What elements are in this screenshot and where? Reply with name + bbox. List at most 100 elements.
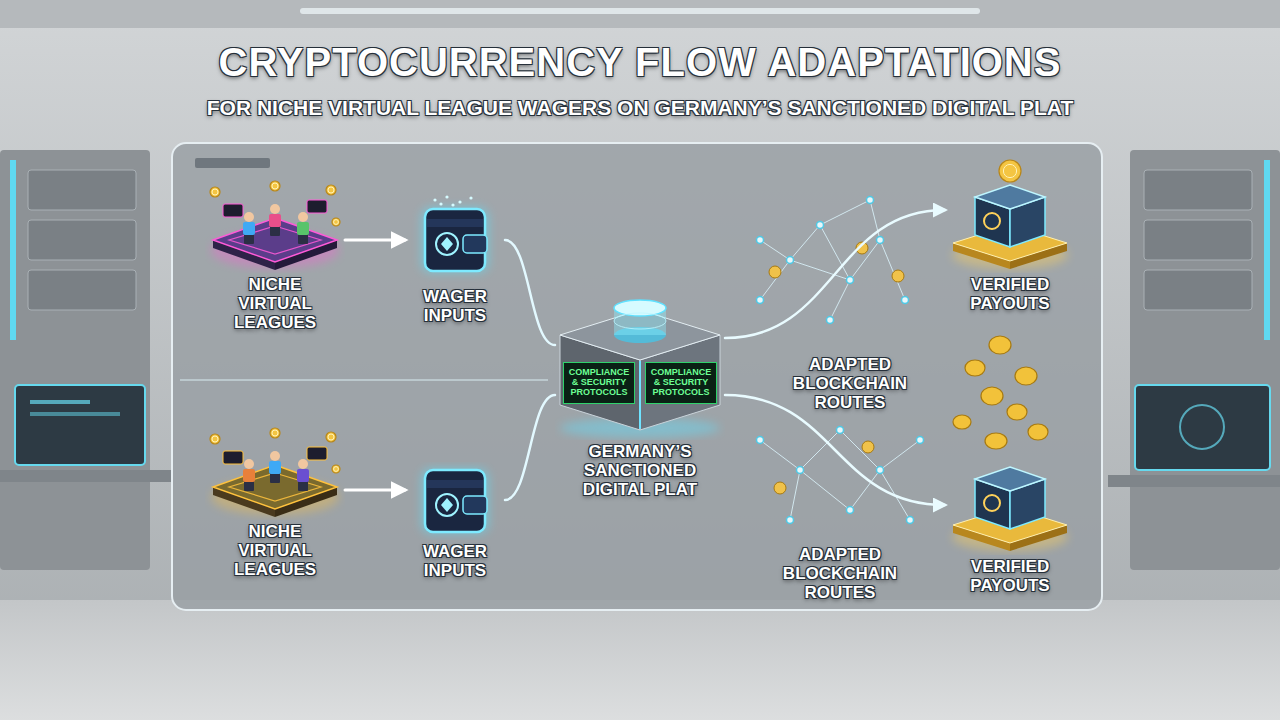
left-server-rack-part — [0, 150, 150, 570]
blockchain-nodes-part — [827, 317, 834, 324]
blockchain-network-part — [760, 240, 905, 300]
blockchain-nodes-part — [907, 517, 914, 524]
blockchain-nodes-part — [757, 297, 764, 304]
wallet-icon — [405, 195, 505, 285]
player-legs — [244, 234, 254, 244]
coin-rim — [212, 189, 218, 195]
wallet-sparkle — [458, 200, 461, 203]
core-top — [614, 300, 666, 316]
node-icon — [945, 455, 1075, 555]
league-arena — [210, 181, 340, 270]
coin — [332, 218, 340, 226]
falling-coins-part — [1028, 424, 1048, 440]
node-label: WAGER INPUTS — [407, 542, 503, 580]
right-server-rack-part — [1264, 160, 1270, 340]
coin — [210, 434, 220, 444]
blockchain-nodes-part — [877, 237, 884, 244]
falling-coins-part — [985, 433, 1007, 449]
blockchain-nodes-part — [757, 237, 764, 244]
blockchain-nodes-part — [902, 297, 909, 304]
player-body — [243, 222, 255, 235]
node-label: WAGER INPUTS — [407, 287, 503, 325]
blockchain-network-part — [760, 200, 870, 300]
payout-node: VERIFIED PAYOUTS — [945, 455, 1075, 595]
falling-coins-part — [981, 387, 1003, 405]
flow-connector — [505, 240, 555, 345]
league-icon — [205, 425, 345, 520]
crypto-wallet — [421, 468, 489, 534]
arena-screen — [307, 447, 327, 460]
right-server-rack-part — [1180, 405, 1224, 449]
vault-cube-top — [975, 467, 1045, 491]
vault-emblem — [984, 213, 1000, 229]
wallet-sparkle — [433, 198, 436, 201]
node-label: VERIFIED PAYOUTS — [950, 557, 1070, 595]
coin — [332, 465, 340, 473]
blockchain-nodes-part — [817, 222, 824, 229]
node-icon — [945, 155, 1075, 273]
player-head — [244, 459, 254, 469]
glass-panel-part — [172, 143, 1102, 610]
left-server-rack-part — [28, 270, 136, 310]
coin-rim — [328, 434, 334, 440]
left-server-rack-part — [10, 160, 16, 340]
node-icon — [405, 195, 505, 285]
wallet-emblem — [436, 494, 458, 516]
arena-screen — [223, 204, 243, 217]
player-head — [270, 451, 280, 461]
player-head — [298, 212, 308, 222]
blockchain-nodes-part — [847, 507, 854, 514]
arena-screen — [223, 451, 243, 464]
route-coin-tokens-part — [862, 441, 874, 453]
wallet-emblem — [436, 233, 458, 255]
wallet-node: WAGER INPUTS — [405, 462, 505, 580]
coin — [210, 187, 220, 197]
wallet-glow — [421, 468, 489, 534]
left-server-rack-part — [0, 470, 172, 482]
vault-emblem — [984, 495, 1000, 511]
panel-guide-line — [180, 379, 548, 381]
player-body — [297, 469, 309, 482]
floor — [0, 600, 1280, 720]
coin-rim — [1003, 164, 1016, 177]
left-server-rack-part — [28, 170, 136, 210]
coin — [999, 160, 1021, 182]
coin-rim — [272, 430, 278, 436]
wallet-node: WAGER INPUTS — [405, 195, 505, 325]
league-node: NICHE VIRTUAL LEAGUES — [205, 425, 345, 579]
blockchain-network — [760, 200, 920, 520]
player-body — [297, 222, 309, 235]
flow-connector — [345, 239, 405, 242]
ceiling-part — [0, 0, 1280, 28]
node-icon — [205, 178, 345, 273]
coin-rim — [334, 467, 339, 472]
falling-coins-part — [989, 336, 1011, 354]
right-server-rack-part — [1144, 170, 1252, 210]
route-label: ADAPTED BLOCKCHAIN ROUTES — [785, 355, 915, 412]
player-head — [298, 459, 308, 469]
falling-coins-part — [953, 415, 971, 429]
falling-coins-part — [1007, 404, 1027, 420]
wallet-flap — [427, 480, 483, 488]
player-body — [269, 461, 281, 474]
wallet-sparkle — [439, 202, 442, 205]
node-label: NICHE VIRTUAL LEAGUES — [219, 522, 331, 579]
blockchain-network-part — [760, 430, 920, 470]
coin-rim — [334, 220, 339, 225]
blockchain-nodes-part — [757, 437, 764, 444]
node-label: VERIFIED PAYOUTS — [950, 275, 1070, 313]
league-icon — [205, 178, 345, 273]
blockchain-nodes-part — [877, 467, 884, 474]
wallet-clasp — [463, 235, 487, 253]
coin — [326, 432, 336, 442]
glass-panel — [172, 143, 1102, 610]
arena-screen — [307, 200, 327, 213]
flow-connector — [725, 210, 945, 338]
blockchain-nodes — [757, 197, 924, 524]
right-server-rack — [1108, 150, 1280, 570]
left-server-rack — [0, 150, 172, 570]
right-server-rack-part — [1144, 270, 1252, 310]
wallet-emblem-mark — [441, 237, 453, 251]
blockchain-nodes-part — [917, 437, 924, 444]
flow-connector — [345, 489, 405, 492]
